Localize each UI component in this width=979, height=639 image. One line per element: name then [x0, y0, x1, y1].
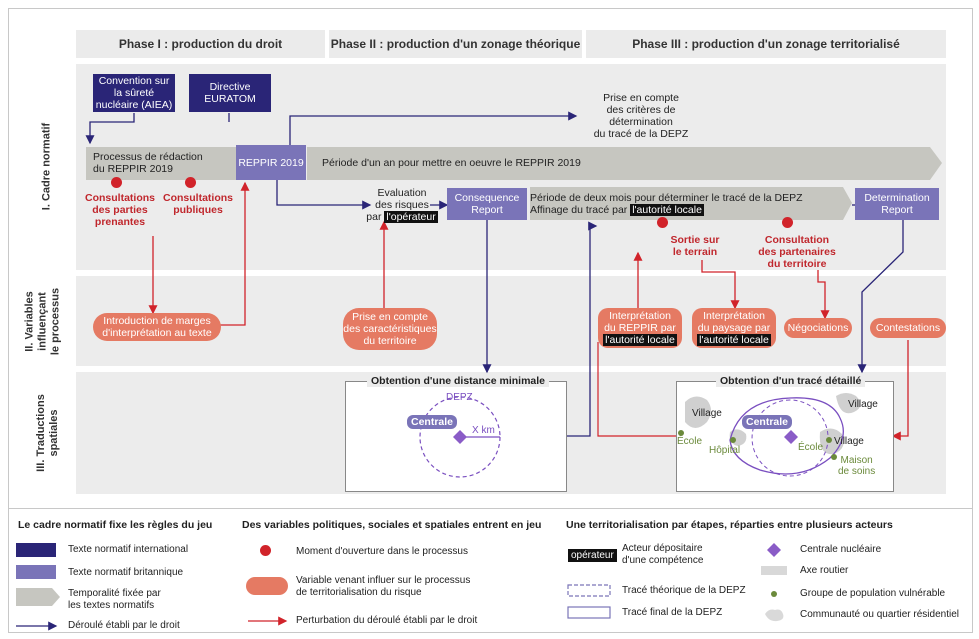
periode-mois-text: Période de deux mois pour déterminer le …	[530, 192, 803, 216]
phase-3-header: Phase III : production d'un zonage terri…	[586, 30, 946, 58]
village-blob-2	[836, 393, 861, 414]
operateur-tag: l'opérateur	[384, 211, 438, 223]
opening-dot-partenaires	[782, 217, 793, 228]
legend-purple-label: Texte normatif britannique	[68, 567, 184, 578]
legend-red-arrow-label: Perturbation du déroulé établi par le dr…	[296, 615, 478, 626]
autorite-locale-tag: l'autorité locale	[697, 334, 771, 346]
legend-red-dot-label: Moment d'ouverture dans le processus	[296, 546, 468, 557]
legend-diamond	[767, 543, 781, 557]
timeline-arrow-redaction	[86, 147, 250, 180]
vulnerable-dot-ecole1	[678, 430, 684, 436]
opening-dot-sortie	[657, 217, 668, 228]
village-label-1: Village	[692, 408, 722, 419]
legend-col3-title: Une territorialisation par étapes, répar…	[566, 519, 893, 531]
legend-actor-tag: opérateur	[568, 549, 617, 562]
ecole-label-1: École	[677, 436, 703, 447]
ecole-label-2: École	[798, 442, 824, 453]
plant-diamond-2	[784, 430, 798, 444]
perturb-marges-to-reppir	[220, 181, 250, 326]
hopital-label: Hôpital	[709, 445, 741, 456]
phase-1-header: Phase I : production du droit	[76, 30, 325, 58]
negociations-variable: Négociations	[784, 318, 852, 338]
legend-green-dot	[771, 591, 777, 597]
depz-final-outline	[729, 397, 844, 475]
centrale-tag-2: Centrale	[742, 415, 792, 429]
timeline-arrow-year	[307, 147, 942, 180]
periode-an-text: Période d'un an pour mettre en oeuvre le…	[322, 157, 581, 169]
perturb-partenaires-to-negociations	[817, 270, 830, 320]
vulnerable-dot-ecole2	[826, 437, 832, 443]
legend-road	[761, 566, 787, 575]
legend-green-label: Groupe de population vulnérable	[800, 588, 946, 599]
legend-dashed-label: Tracé théorique de la DEPZ	[622, 585, 746, 596]
legend-red-dot	[260, 545, 271, 556]
autorite-locale-tag: l'autorité locale	[603, 334, 677, 346]
vulnerable-dot-hopital	[730, 437, 736, 443]
flow-convention-to-redaction	[85, 113, 135, 145]
legend-navy-arrow-label: Déroulé établi par le droit	[68, 620, 180, 631]
contestations-variable: Contestations	[870, 318, 946, 338]
legend-purple-swatch	[16, 565, 56, 579]
flow-determination-to-trace	[857, 220, 904, 374]
vulnerable-dot-maison	[831, 454, 837, 460]
perturb-sortie-to-paysage	[701, 260, 740, 310]
xkm-label: X km	[472, 425, 495, 436]
opening-dot-publiques	[185, 177, 196, 188]
flow-reppir-to-evaluation	[276, 180, 372, 210]
village-label-3: Village	[834, 436, 864, 447]
legend-diamond-label: Centrale nucléaire	[800, 544, 882, 555]
legend-divider	[8, 508, 972, 509]
legend-orange-swatch	[246, 577, 288, 595]
legend-dashed-rect	[567, 584, 611, 597]
legend-grey-arrow	[16, 588, 60, 606]
legend-solid-rect	[567, 606, 611, 619]
opening-dot-parties	[111, 177, 122, 188]
phase-2-header: Phase II : production d'un zonage théori…	[329, 30, 582, 58]
legend-community-label: Communauté ou quartier résidentiel	[800, 609, 959, 620]
village-blob-1	[685, 396, 711, 428]
flow-distance-to-trace	[566, 221, 598, 437]
legend-navy-swatch	[16, 543, 56, 557]
perturb-interp-to-trace	[597, 342, 676, 437]
flow-reppir-to-criteres	[289, 111, 578, 145]
legend-col1-title: Le cadre normatif fixe les règles du jeu	[18, 519, 213, 531]
legend-community	[765, 609, 784, 622]
reppir-box: REPPIR 2019	[236, 145, 306, 180]
distance-title: Obtention d'une distance minimale	[367, 375, 550, 387]
legend-orange-label: Variable venant influer sur le processus…	[296, 575, 471, 598]
perturb-contestations-to-trace	[891, 340, 909, 441]
legend-col2-title: Des variables politiques, sociales et sp…	[242, 519, 542, 531]
legend-solid-label: Tracé final de la DEPZ	[622, 607, 723, 618]
village-label-2: Village	[848, 399, 878, 410]
timeline-arrow-twomonths	[530, 187, 852, 220]
autorite-locale-tag: l'autorité locale	[630, 204, 704, 216]
plant-diamond	[453, 430, 467, 444]
trace-title: Obtention d'un tracé détaillé	[716, 375, 866, 387]
depz-label: DEPZ	[446, 392, 473, 403]
legend-navy-label: Texte normatif international	[68, 544, 189, 555]
legend-road-label: Axe routier	[800, 565, 849, 576]
centrale-tag: Centrale	[407, 415, 457, 429]
